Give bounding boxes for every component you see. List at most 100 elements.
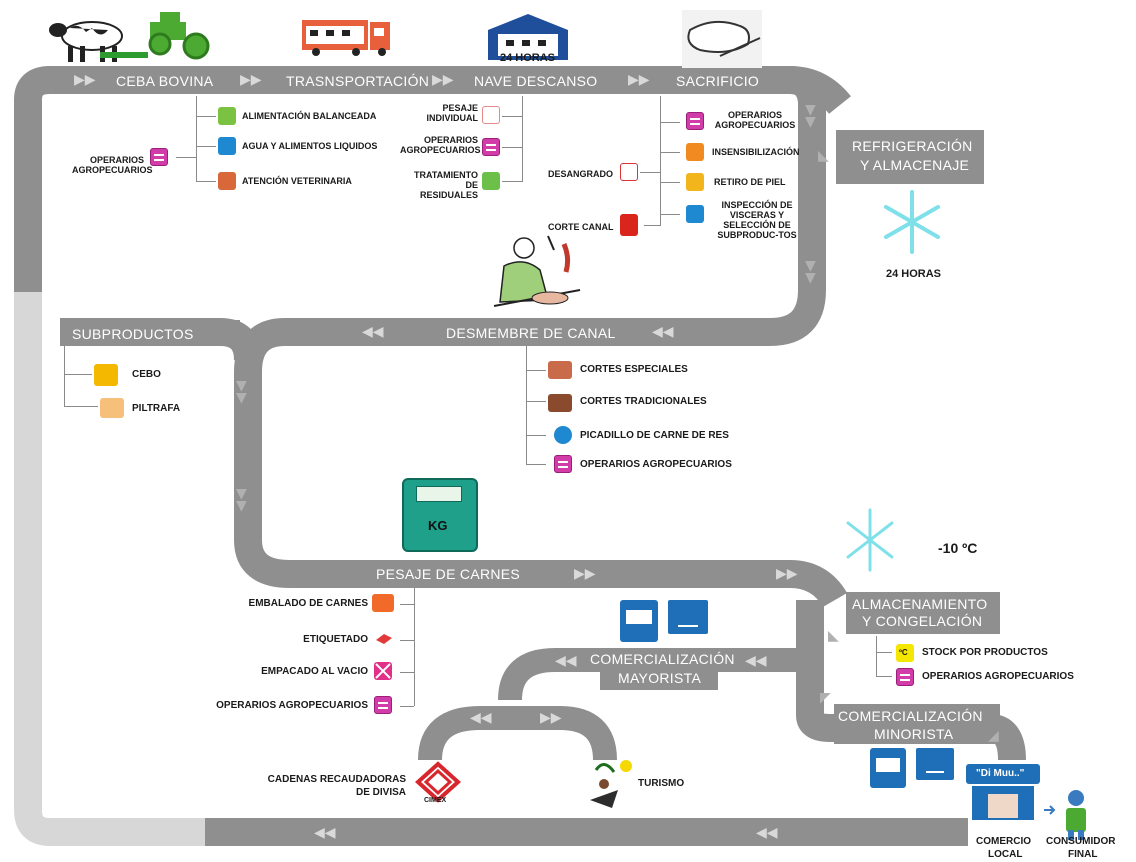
- arrow-down-icon: ▼▼: [236, 486, 247, 514]
- nave-item-operarios: OPERARIOS AGROPECUARIOS: [400, 135, 481, 155]
- weighing-scale-icon: KG: [402, 478, 478, 552]
- stage-desmembre: DESMEMBRE DE CANAL: [446, 325, 616, 341]
- store-sign-text: "Di Muu..": [976, 768, 1025, 779]
- nave-item-pesaje: PESAJE INDIVIDUAL: [426, 103, 479, 123]
- arrow-right-icon: ▶▶: [776, 566, 798, 582]
- connector: [400, 604, 414, 605]
- stage-subproductos: SUBPRODUCTOS: [72, 326, 194, 342]
- freeze-temp: -10 ºC: [938, 540, 978, 556]
- connector: [502, 116, 522, 117]
- connector: [660, 214, 680, 215]
- ceba-item: ATENCIÓN VETERINARIA: [242, 176, 352, 186]
- comercio-label-1: COMERCIO: [976, 836, 1031, 847]
- vacuum-pack-icon: [374, 662, 392, 680]
- stage-nave: NAVE DESCANSO: [474, 73, 598, 89]
- ceba-item: ALIMENTACIÓN BALANCEADA: [242, 111, 377, 121]
- connector: [196, 116, 216, 117]
- arrow-right-icon: ▶▶: [574, 566, 596, 582]
- connector: [526, 401, 546, 402]
- arrow-left-icon: ◀◀: [555, 653, 577, 669]
- connector: [526, 435, 546, 436]
- connector: [660, 96, 661, 226]
- arrow-icon: ◢: [988, 728, 999, 744]
- refrig-hours: 24 HORAS: [886, 268, 942, 280]
- store-sign: [966, 764, 1040, 784]
- stock-icon-text: ºC: [899, 648, 908, 657]
- arrow-right-icon: ▶▶: [628, 72, 650, 88]
- nave-hours: 24 HORAS: [500, 52, 556, 64]
- stage-mayorista-1: COMERCIALIZACIÓN: [590, 651, 735, 667]
- stage-ceba: CEBA BOVINA: [116, 73, 214, 89]
- connector: [414, 588, 415, 706]
- arrow-left-icon: ◀◀: [652, 324, 674, 340]
- connector: [526, 346, 527, 464]
- cadenas-label-2: DE DIVISA: [355, 787, 406, 798]
- stage-transporte: TRASNSPORTACIÓN: [286, 73, 430, 89]
- desmembre-item: CORTES TRADICIONALES: [580, 396, 707, 407]
- sacrificio-item: INSPECCIÓN DE VISCERAS Y SELECCIÓN DE SU…: [717, 200, 797, 240]
- cow-head-icon: [682, 10, 762, 68]
- consumidor-label-2: FINAL: [1068, 849, 1098, 860]
- traditional-cut-icon: [548, 394, 572, 412]
- connector: [660, 182, 680, 183]
- arrow-left-icon: ◀◀: [756, 825, 778, 841]
- label-icon: [374, 630, 394, 646]
- stage-pesaje: PESAJE DE CARNES: [376, 566, 521, 582]
- almacen-item: OPERARIOS AGROPECUARIOS: [922, 671, 1074, 682]
- truck-icon-mayorista: [620, 600, 708, 642]
- connector: [644, 225, 660, 226]
- connector: [502, 181, 522, 182]
- sacrificio-item: RETIRO DE PIEL: [714, 177, 786, 187]
- cimex-label: CIMEX: [424, 797, 447, 804]
- connector: [400, 672, 414, 673]
- nave-item-tratamiento: TRATAMIENTO DE RESIDUALES: [414, 170, 478, 200]
- truck-icon-minorista: [870, 748, 954, 788]
- blood-icon: [620, 163, 638, 181]
- arrow-right-icon: ▶▶: [432, 72, 454, 88]
- arrow-icon: ◣: [818, 148, 829, 164]
- connector: [400, 640, 414, 641]
- minorista-box: [834, 704, 1000, 744]
- workers-icon: [554, 455, 572, 473]
- stage-refrigeracion-2: Y ALMACENAJE: [860, 157, 970, 173]
- scraps-icon: [100, 398, 124, 418]
- workers-icon: [482, 138, 500, 156]
- arrow-down-icon: ▼▼: [805, 258, 816, 286]
- scale-label: KG: [428, 518, 448, 533]
- cow-icon: [49, 21, 148, 62]
- connector: [876, 636, 877, 676]
- connector: [400, 706, 414, 707]
- connector: [64, 406, 98, 407]
- stage-sacrificio: SACRIFICIO: [676, 73, 760, 89]
- almacenamiento-box: [846, 592, 1000, 634]
- pesaje-item: EMBALADO DE CARNES: [248, 598, 368, 609]
- refrigeracion-box: [836, 130, 984, 184]
- inspection-icon: [686, 205, 704, 223]
- workers-icon: [150, 148, 168, 166]
- ceba-operators: OPERARIOS AGROPECUARIOS: [72, 155, 153, 175]
- mayorista-box: [600, 648, 718, 690]
- pesaje-item: OPERARIOS AGROPECUARIOS: [216, 700, 368, 711]
- store-window: [988, 794, 1018, 818]
- connector: [502, 147, 522, 148]
- stage-minorista-1: COMERCIALIZACIÓN: [838, 708, 983, 724]
- connector: [660, 152, 680, 153]
- recycle-icon: [482, 172, 500, 190]
- arrow-icon: ◣: [828, 628, 839, 644]
- carcass-icon: [620, 214, 638, 236]
- desangrado-label: DESANGRADO: [548, 169, 614, 179]
- connector: [876, 652, 892, 653]
- store-icon: "Di Muu..": [966, 764, 1040, 824]
- connector: [522, 96, 523, 182]
- water-drop-icon: [218, 137, 236, 155]
- arrow-left-icon: ◀◀: [470, 710, 492, 726]
- feed-icon: [218, 107, 236, 125]
- stage-mayorista-2: MAYORISTA: [618, 670, 702, 686]
- turismo-label: TURISMO: [638, 778, 685, 789]
